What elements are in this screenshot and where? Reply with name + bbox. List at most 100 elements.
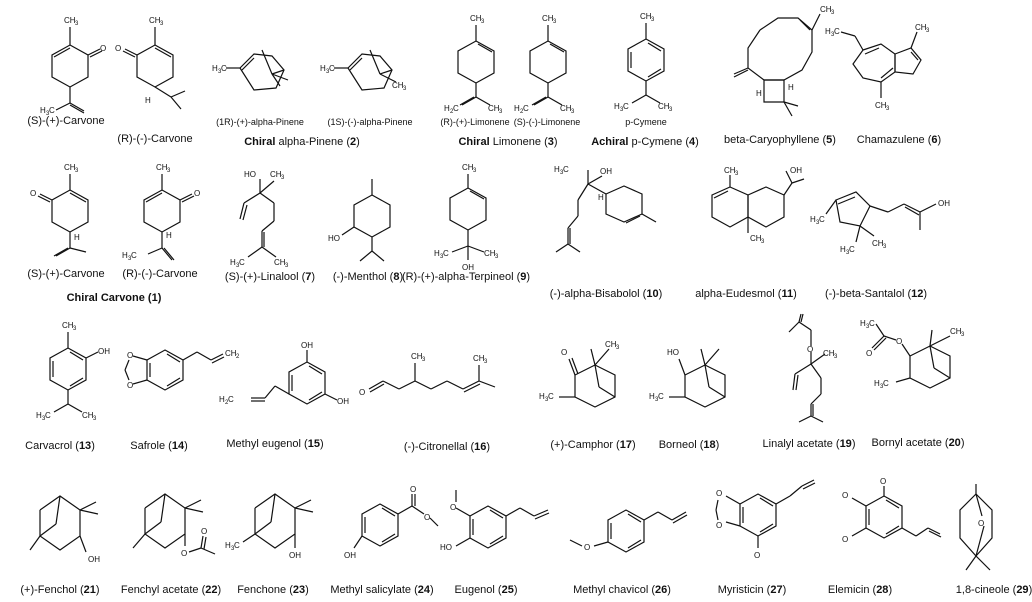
caption-1r-pinene: (1R)-(+)-alpha-Pinene [216,117,304,127]
molecule-methyl-chavicol: O Methyl chavicol (26) [560,490,700,600]
svg-text:CH: CH [640,12,652,21]
svg-text:C: C [443,249,449,258]
svg-text:OH: OH [790,166,802,175]
svg-text:CH: CH [724,166,736,175]
svg-text:3: 3 [285,263,289,269]
caption-r-carvone-top: (R)-(-)-Carvone [117,133,193,145]
svg-text:O: O [754,551,760,560]
svg-text:C: C [523,104,529,113]
svg-text:3: 3 [880,384,884,390]
svg-text:C: C [45,411,51,420]
caption-citronellal: (-)-Citronellal (16) [403,441,491,453]
svg-text:H: H [212,64,218,73]
caption-bornyl-acetate: Bornyl acetate (20) [871,437,965,449]
svg-text:3: 3 [571,109,575,115]
svg-text:HO: HO [244,170,256,179]
svg-text:O: O [896,337,902,346]
svg-text:3: 3 [846,250,850,256]
svg-text:3: 3 [440,254,444,260]
svg-text:O: O [716,489,722,498]
svg-text:3: 3 [883,244,887,250]
caption-chamazulene: Chamazulene (6) [856,134,942,146]
caption-fenchol: (+)-Fenchol (21) [20,584,100,596]
fenchol-structure: OH [29,495,100,564]
svg-text:3: 3 [831,10,835,16]
svg-text:O: O [842,535,848,544]
svg-text:OH: OH [462,263,474,272]
svg-text:H: H [219,395,225,404]
svg-text:H: H [74,233,80,242]
group-label-carvone: Chiral Carvone (1) [66,292,162,304]
svg-text:HO: HO [667,348,679,357]
svg-text:H: H [225,541,231,550]
svg-text:H: H [840,245,846,254]
subcaption-p-cymene: p-Cymene [625,117,667,127]
svg-text:3: 3 [886,106,890,112]
svg-text:3: 3 [93,416,97,422]
svg-text:3: 3 [236,263,240,269]
svg-text:OH: OH [938,199,950,208]
svg-text:H: H [788,83,794,92]
svg-text:C: C [623,102,629,111]
caption-s-carvone-top: (S)-(+)-Carvone [27,115,105,127]
svg-text:H: H [166,231,172,240]
svg-text:H: H [514,104,520,113]
svg-text:H: H [320,64,326,73]
svg-text:2: 2 [236,354,240,360]
svg-text:3: 3 [553,19,557,25]
svg-text:CH: CH [820,5,832,14]
svg-text:3: 3 [651,17,655,23]
svg-text:H: H [598,193,604,202]
svg-text:CH: CH [462,163,474,172]
caption-menthol: (-)-Menthol (8) [332,271,404,283]
svg-text:O: O [866,349,872,358]
svg-text:H: H [810,215,816,224]
svg-text:3: 3 [75,21,79,27]
caption-bisabolol: (-)-alpha-Bisabolol (10) [549,288,663,300]
svg-text:H: H [539,392,545,401]
svg-text:H: H [36,411,42,420]
svg-text:HO: HO [328,234,340,243]
svg-text:3: 3 [616,345,620,351]
svg-text:CH: CH [605,340,617,349]
svg-text:3: 3 [281,175,285,181]
svg-text:H: H [444,104,450,113]
svg-text:O: O [561,348,567,357]
svg-text:CH: CH [149,16,161,25]
caption-borneol: Borneol (18) [658,439,720,451]
svg-text:2: 2 [450,109,454,115]
svg-text:H: H [145,96,151,105]
svg-text:CH: CH [82,411,94,420]
svg-text:3: 3 [545,397,549,403]
svg-text:CH: CH [488,104,500,113]
caption-r-limonene: (R)-(+)-Limonene [440,117,510,127]
caption-terpineol: (R)-(+)-alpha-Terpineol (9) [401,271,531,283]
svg-text:O: O [584,543,590,552]
svg-text:3: 3 [473,168,477,174]
svg-text:CH: CH [823,349,835,358]
svg-text:CH: CH [411,352,423,361]
svg-text:3: 3 [816,220,820,226]
svg-text:C: C [453,104,459,113]
molecule-myristicin: O O O Myristicin (27) [690,476,820,600]
svg-text:3: 3 [160,21,164,27]
caption-s-limonene: (S)-(-)-Limonene [513,117,581,127]
caption-caryophyllene: beta-Caryophyllene (5) [724,134,836,146]
svg-text:CH: CH [750,234,762,243]
svg-text:3: 3 [620,107,624,113]
svg-text:C: C [819,215,825,224]
svg-text:CH: CH [225,349,237,358]
svg-text:H: H [122,251,128,260]
